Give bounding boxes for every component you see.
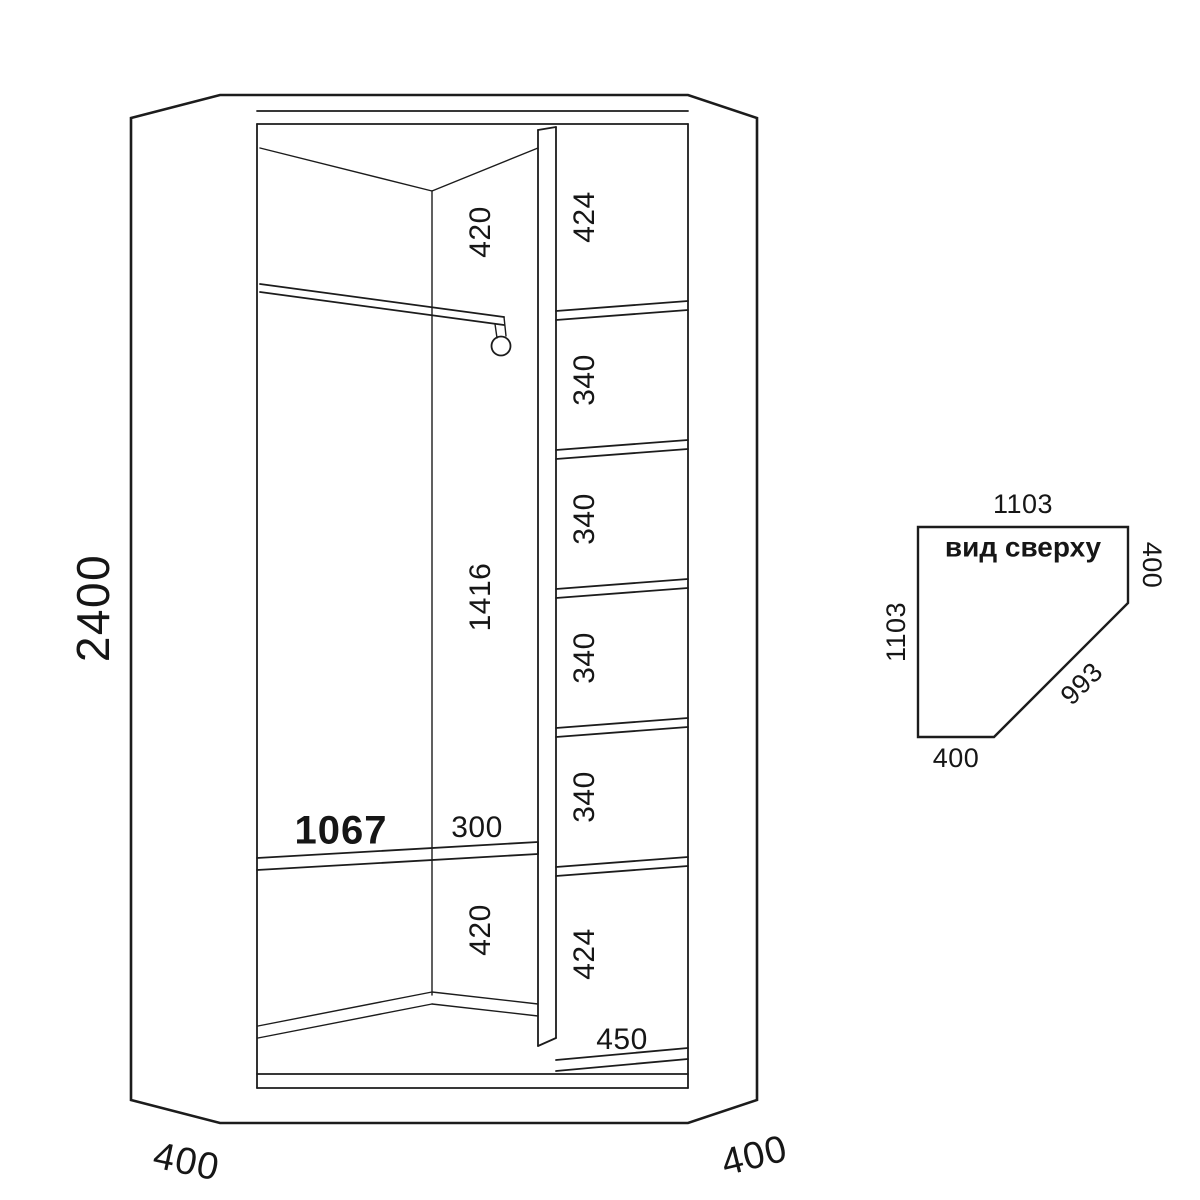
shelf-edge-line xyxy=(555,865,689,877)
dim-bottom-shelf-width: 450 xyxy=(596,1023,648,1056)
rod-elbow-line xyxy=(503,316,507,337)
dim-topview-right-edge: 400 xyxy=(1137,542,1167,589)
dim-shelf-width: 1067 xyxy=(295,809,388,853)
dim-right-side-depth: 400 xyxy=(717,1128,792,1185)
dim-column-gap-6: 424 xyxy=(568,928,601,980)
shelf-edge-line xyxy=(555,300,689,312)
cabinet-outline xyxy=(129,93,759,1125)
floor-edge-line xyxy=(431,1003,539,1017)
shelf-edge-line xyxy=(555,587,689,599)
floor-edge-line xyxy=(257,1003,433,1039)
floor-edge-line xyxy=(431,991,539,1005)
dim-left-top-gap: 420 xyxy=(464,206,497,258)
divider-panel xyxy=(537,126,557,1047)
rod-elbow-line xyxy=(494,323,498,339)
dim-topview-top-edge: 1103 xyxy=(993,489,1053,519)
shelf-edge-line xyxy=(555,578,689,590)
rod-line xyxy=(259,291,505,326)
front-view: 2400 420 1416 420 1067 300 424 340 340 3… xyxy=(67,93,792,1190)
dim-overall-height: 2400 xyxy=(67,554,119,662)
dim-column-gap-2: 340 xyxy=(568,354,601,406)
rod-line xyxy=(259,283,505,318)
shelf-edge-line xyxy=(555,726,689,738)
dim-left-middle-gap: 1416 xyxy=(464,563,497,632)
left-shelf-edge-line xyxy=(256,841,539,859)
bottom-shelf-edge-line xyxy=(555,1058,689,1072)
shelf-column xyxy=(555,300,689,1072)
top-view-title: вид сверху xyxy=(945,531,1102,562)
shelf-edge-line xyxy=(555,856,689,868)
dim-column-gap-4: 340 xyxy=(568,632,601,684)
rod-end-cap xyxy=(490,335,512,357)
back-wall-top-edge-line xyxy=(431,147,539,192)
bottom-shelf-edge-line xyxy=(555,1047,689,1061)
dim-left-side-depth: 400 xyxy=(150,1135,224,1190)
base-panel xyxy=(256,1073,689,1089)
dim-column-gap-1: 424 xyxy=(568,191,601,243)
top-view: вид сверху 1103 400 1103 993 400 xyxy=(881,489,1167,773)
dim-topview-left-edge: 1103 xyxy=(881,602,911,662)
divider-top-line xyxy=(537,126,557,131)
top-view-outline xyxy=(916,525,1130,739)
shelf-edge-line xyxy=(555,717,689,729)
shelf-edge-line xyxy=(555,448,689,460)
hanging-rod xyxy=(259,283,512,357)
shelf-edge-line xyxy=(555,439,689,451)
top-panel xyxy=(256,110,689,125)
dim-shelf-depth: 300 xyxy=(451,811,503,844)
dim-topview-bottom-edge: 400 xyxy=(933,743,980,773)
dim-topview-diagonal: 993 xyxy=(1055,657,1109,711)
dim-column-gap-5: 340 xyxy=(568,771,601,823)
dim-left-bottom-gap: 420 xyxy=(464,904,497,956)
shelf-edge-line xyxy=(555,309,689,321)
dim-column-gap-3: 340 xyxy=(568,493,601,545)
left-shelf-edge-line xyxy=(256,853,539,871)
back-walls xyxy=(257,147,539,1039)
floor-edge-line xyxy=(257,991,433,1027)
divider-bottom-line xyxy=(537,1037,557,1047)
back-wall-top-edge-line xyxy=(259,147,433,192)
